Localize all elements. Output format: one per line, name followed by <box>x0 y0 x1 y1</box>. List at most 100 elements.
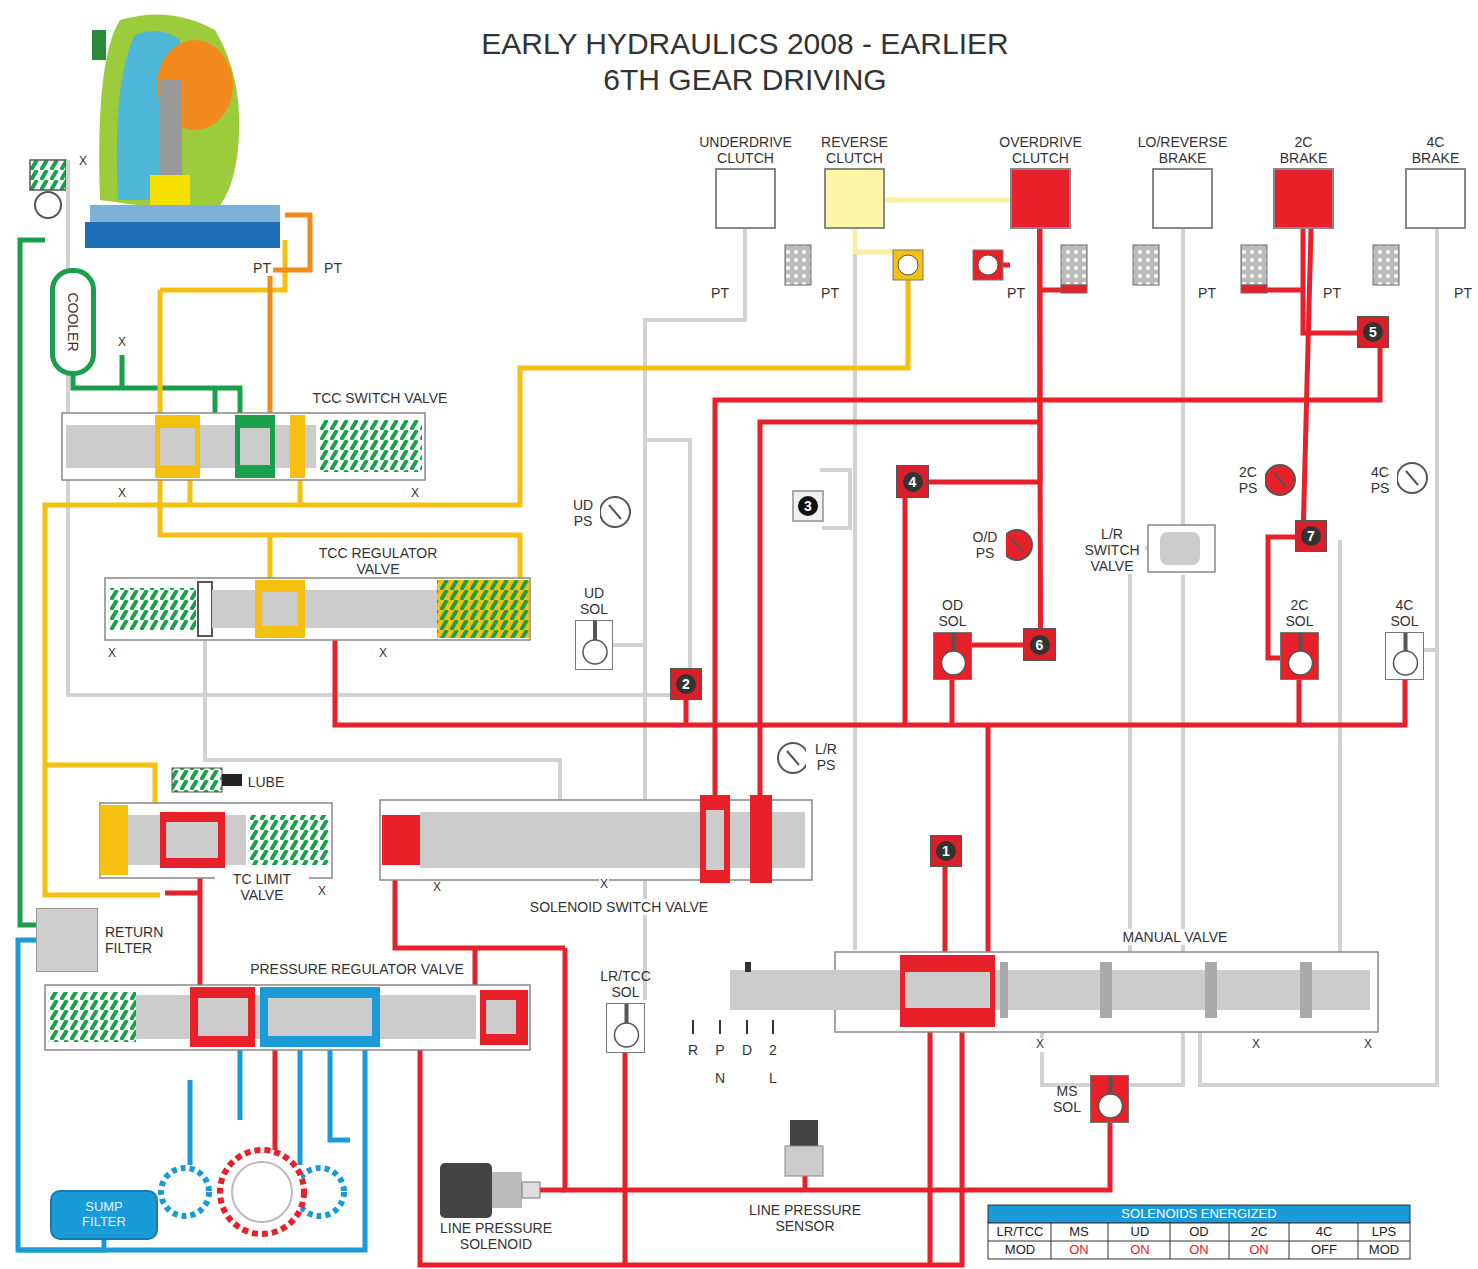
solenoid: MS SOL <box>1090 1075 1129 1123</box>
red-line <box>943 867 948 960</box>
callout-number: 1 <box>930 835 962 867</box>
tc-limit-valve <box>100 803 332 878</box>
hydraulic-line <box>929 229 1040 482</box>
callout-number: 5 <box>1357 316 1389 348</box>
green-line <box>73 375 240 413</box>
line-pressure-sensor <box>790 1120 818 1146</box>
line-pressure-solenoid <box>522 1182 540 1198</box>
lr-switch-valve <box>1148 525 1215 572</box>
solenoid-switch-valve <box>750 795 772 883</box>
tcc-switch-valve <box>62 413 425 480</box>
tcc-switch-valve <box>160 428 195 465</box>
component-label: 2C BRAKE <box>1276 134 1332 166</box>
component-label: COOLER <box>65 292 81 351</box>
exhaust-mark: X <box>1035 1038 1045 1052</box>
callout-number-text: 5 <box>1363 322 1383 342</box>
table-cell: ON <box>1069 1243 1089 1258</box>
manual-valve <box>1300 962 1312 1018</box>
clutch-feed-filter <box>1061 285 1087 293</box>
exhaust-mark: X <box>1251 1038 1261 1052</box>
blue-line <box>298 1050 303 1165</box>
blue-line <box>18 1050 365 1250</box>
pale-yellow-line <box>855 229 893 252</box>
table-cell: LR/TCC <box>997 1225 1044 1240</box>
clutch-feed-filter <box>1133 245 1159 285</box>
table-cell: ON <box>1130 1243 1150 1258</box>
tcc-switch-valve <box>240 428 270 465</box>
solenoid-symbol <box>1091 1076 1130 1124</box>
orange-line <box>270 215 310 413</box>
component-box: RETURN FILTER <box>36 908 98 972</box>
torque-converter <box>92 30 106 60</box>
solenoid: 4C SOL <box>1385 632 1424 680</box>
pressure-regulator-valve <box>136 995 476 1039</box>
component-box: 4C BRAKE <box>1405 168 1466 229</box>
clutch-feed-filter <box>1373 245 1399 285</box>
callout-number-text: 3 <box>798 496 818 516</box>
part-label: LINE PRESSURE SOLENOID <box>434 1220 558 1252</box>
red-line <box>803 1175 808 1190</box>
checkball-spring <box>30 160 66 218</box>
manual-valve <box>1100 962 1112 1018</box>
manual-valve <box>1205 962 1217 1018</box>
pressure-regulator-valve <box>268 998 372 1036</box>
manual-valve <box>900 955 995 1027</box>
clutch-feed-filter <box>785 245 1399 293</box>
clutch-feed-filter <box>1061 245 1087 285</box>
clutch-feed-filter <box>785 245 811 285</box>
component-label: SUMP FILTER <box>69 1200 139 1230</box>
pressure-regulator-valve <box>480 990 528 1045</box>
solenoid-ball <box>1099 1094 1123 1118</box>
yellow-line <box>298 480 303 505</box>
manual-valve <box>905 972 990 1008</box>
hydraulic-line <box>972 643 1023 648</box>
solenoid-plunger <box>1109 1076 1113 1094</box>
solenoid-ball <box>1394 651 1418 675</box>
component-label: RETURN FILTER <box>105 924 175 956</box>
tcc-regulator-valve <box>437 580 529 638</box>
solenoid-symbol <box>607 1004 646 1054</box>
gray-line <box>853 229 857 950</box>
table-cell: MS <box>1069 1225 1089 1240</box>
component-box: REVERSE CLUTCH <box>824 168 885 229</box>
tcc-switch-valve <box>66 425 316 468</box>
callout-number-text: 6 <box>1030 635 1050 655</box>
torque-converter <box>85 222 280 248</box>
solenoid-ball <box>583 640 607 664</box>
line-pressure-solenoid <box>492 1172 522 1208</box>
torque-converter <box>85 14 280 248</box>
exhaust-mark: X <box>378 647 388 661</box>
gray-line <box>205 640 560 800</box>
table-cell: 2C <box>1251 1225 1268 1240</box>
pump-gears <box>220 1150 304 1234</box>
pressure-regulator-valve <box>190 987 255 1047</box>
exhaust-mark: X <box>1363 1038 1373 1052</box>
callout-number: 3 <box>792 490 824 522</box>
red-line <box>420 1030 962 1265</box>
yellow-line <box>268 535 273 578</box>
part-label: PT <box>322 260 344 276</box>
table-cell: LPS <box>1372 1225 1397 1240</box>
solenoid: 2C SOL <box>1280 632 1319 680</box>
exhaust-mark: X <box>78 155 88 169</box>
yellow-line <box>188 480 193 505</box>
component-box: OVERDRIVE CLUTCH <box>1010 168 1071 229</box>
solenoid-switch-valve <box>700 795 730 883</box>
red-line <box>273 1040 278 1150</box>
torque-converter <box>90 205 280 222</box>
gear-position-ticks <box>693 1020 773 1034</box>
part-label: L <box>767 1070 779 1086</box>
blue-line <box>18 1050 365 1250</box>
red-line <box>986 725 991 960</box>
part-label: PT <box>251 260 273 276</box>
component-label: REVERSE CLUTCH <box>800 134 910 166</box>
yellow-line <box>45 765 155 803</box>
pressure-regulator-valve <box>486 1000 516 1034</box>
solenoid-switch-valve <box>382 815 420 865</box>
table-cell: ON <box>1189 1243 1209 1258</box>
solenoid: LR/TCC SOL <box>606 1003 645 1053</box>
part-label: PT <box>1196 285 1218 301</box>
component-box: LO/REVERSE BRAKE <box>1152 168 1213 229</box>
table-cell: MOD <box>1005 1243 1035 1258</box>
clutch-feed-filter <box>1241 285 1267 293</box>
